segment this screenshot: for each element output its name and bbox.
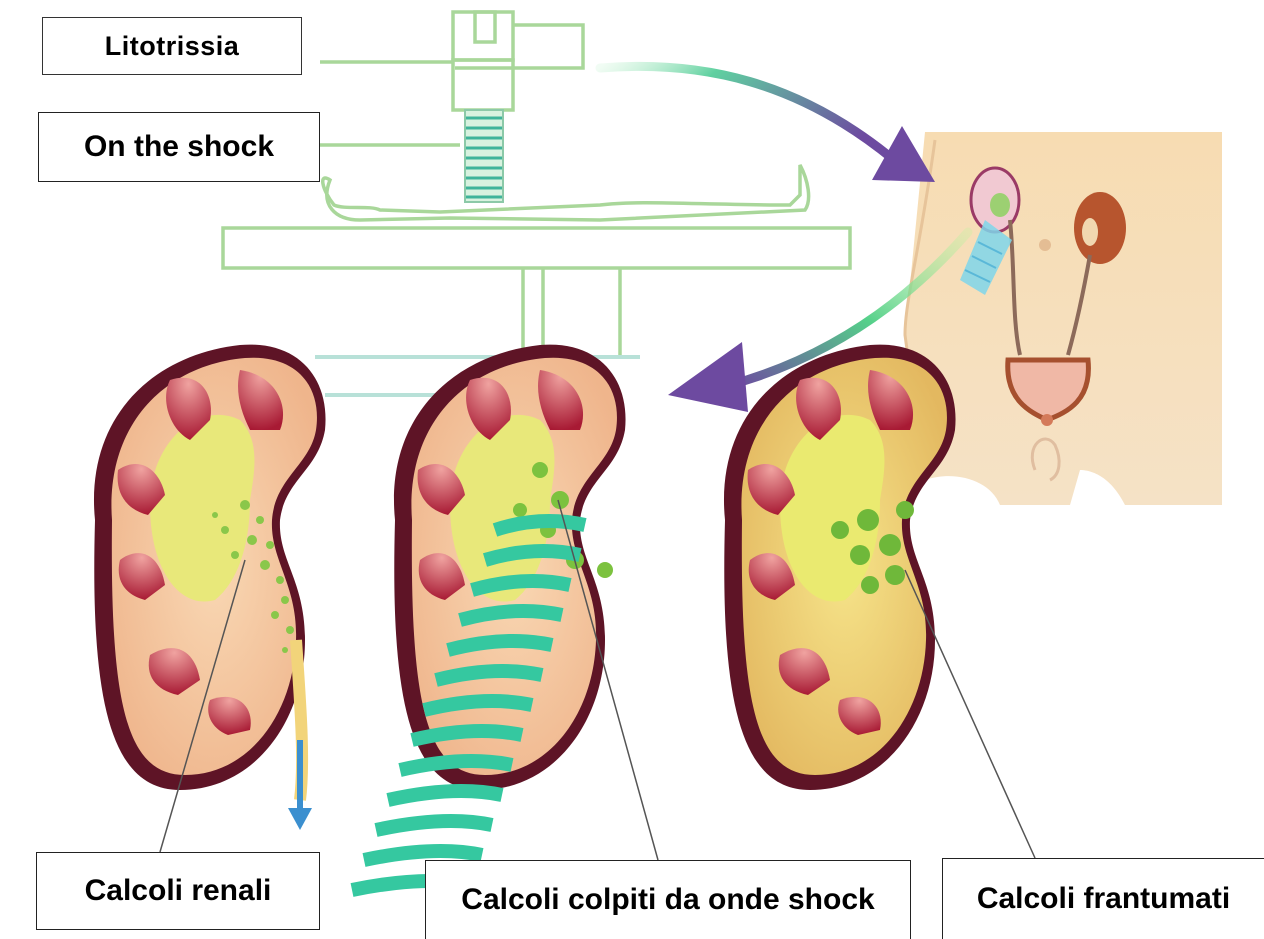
kidney-fragmented (724, 345, 956, 790)
torso-urinary-system (905, 132, 1222, 505)
kidney-hit-by-waves (394, 345, 626, 790)
label-calcoli-renali: Calcoli renali (36, 852, 320, 930)
label-on-the-shock: On the shock (38, 112, 320, 182)
shock-coil (465, 110, 503, 202)
label-calcoli-colpiti: Calcoli colpiti da onde shock (425, 860, 911, 939)
label-litotrissia: Litotrissia (42, 17, 302, 75)
label-calcoli-frantumati: Calcoli frantumati (942, 858, 1264, 939)
kidney-with-stones (94, 345, 326, 830)
lithotripter-machine (223, 12, 850, 355)
